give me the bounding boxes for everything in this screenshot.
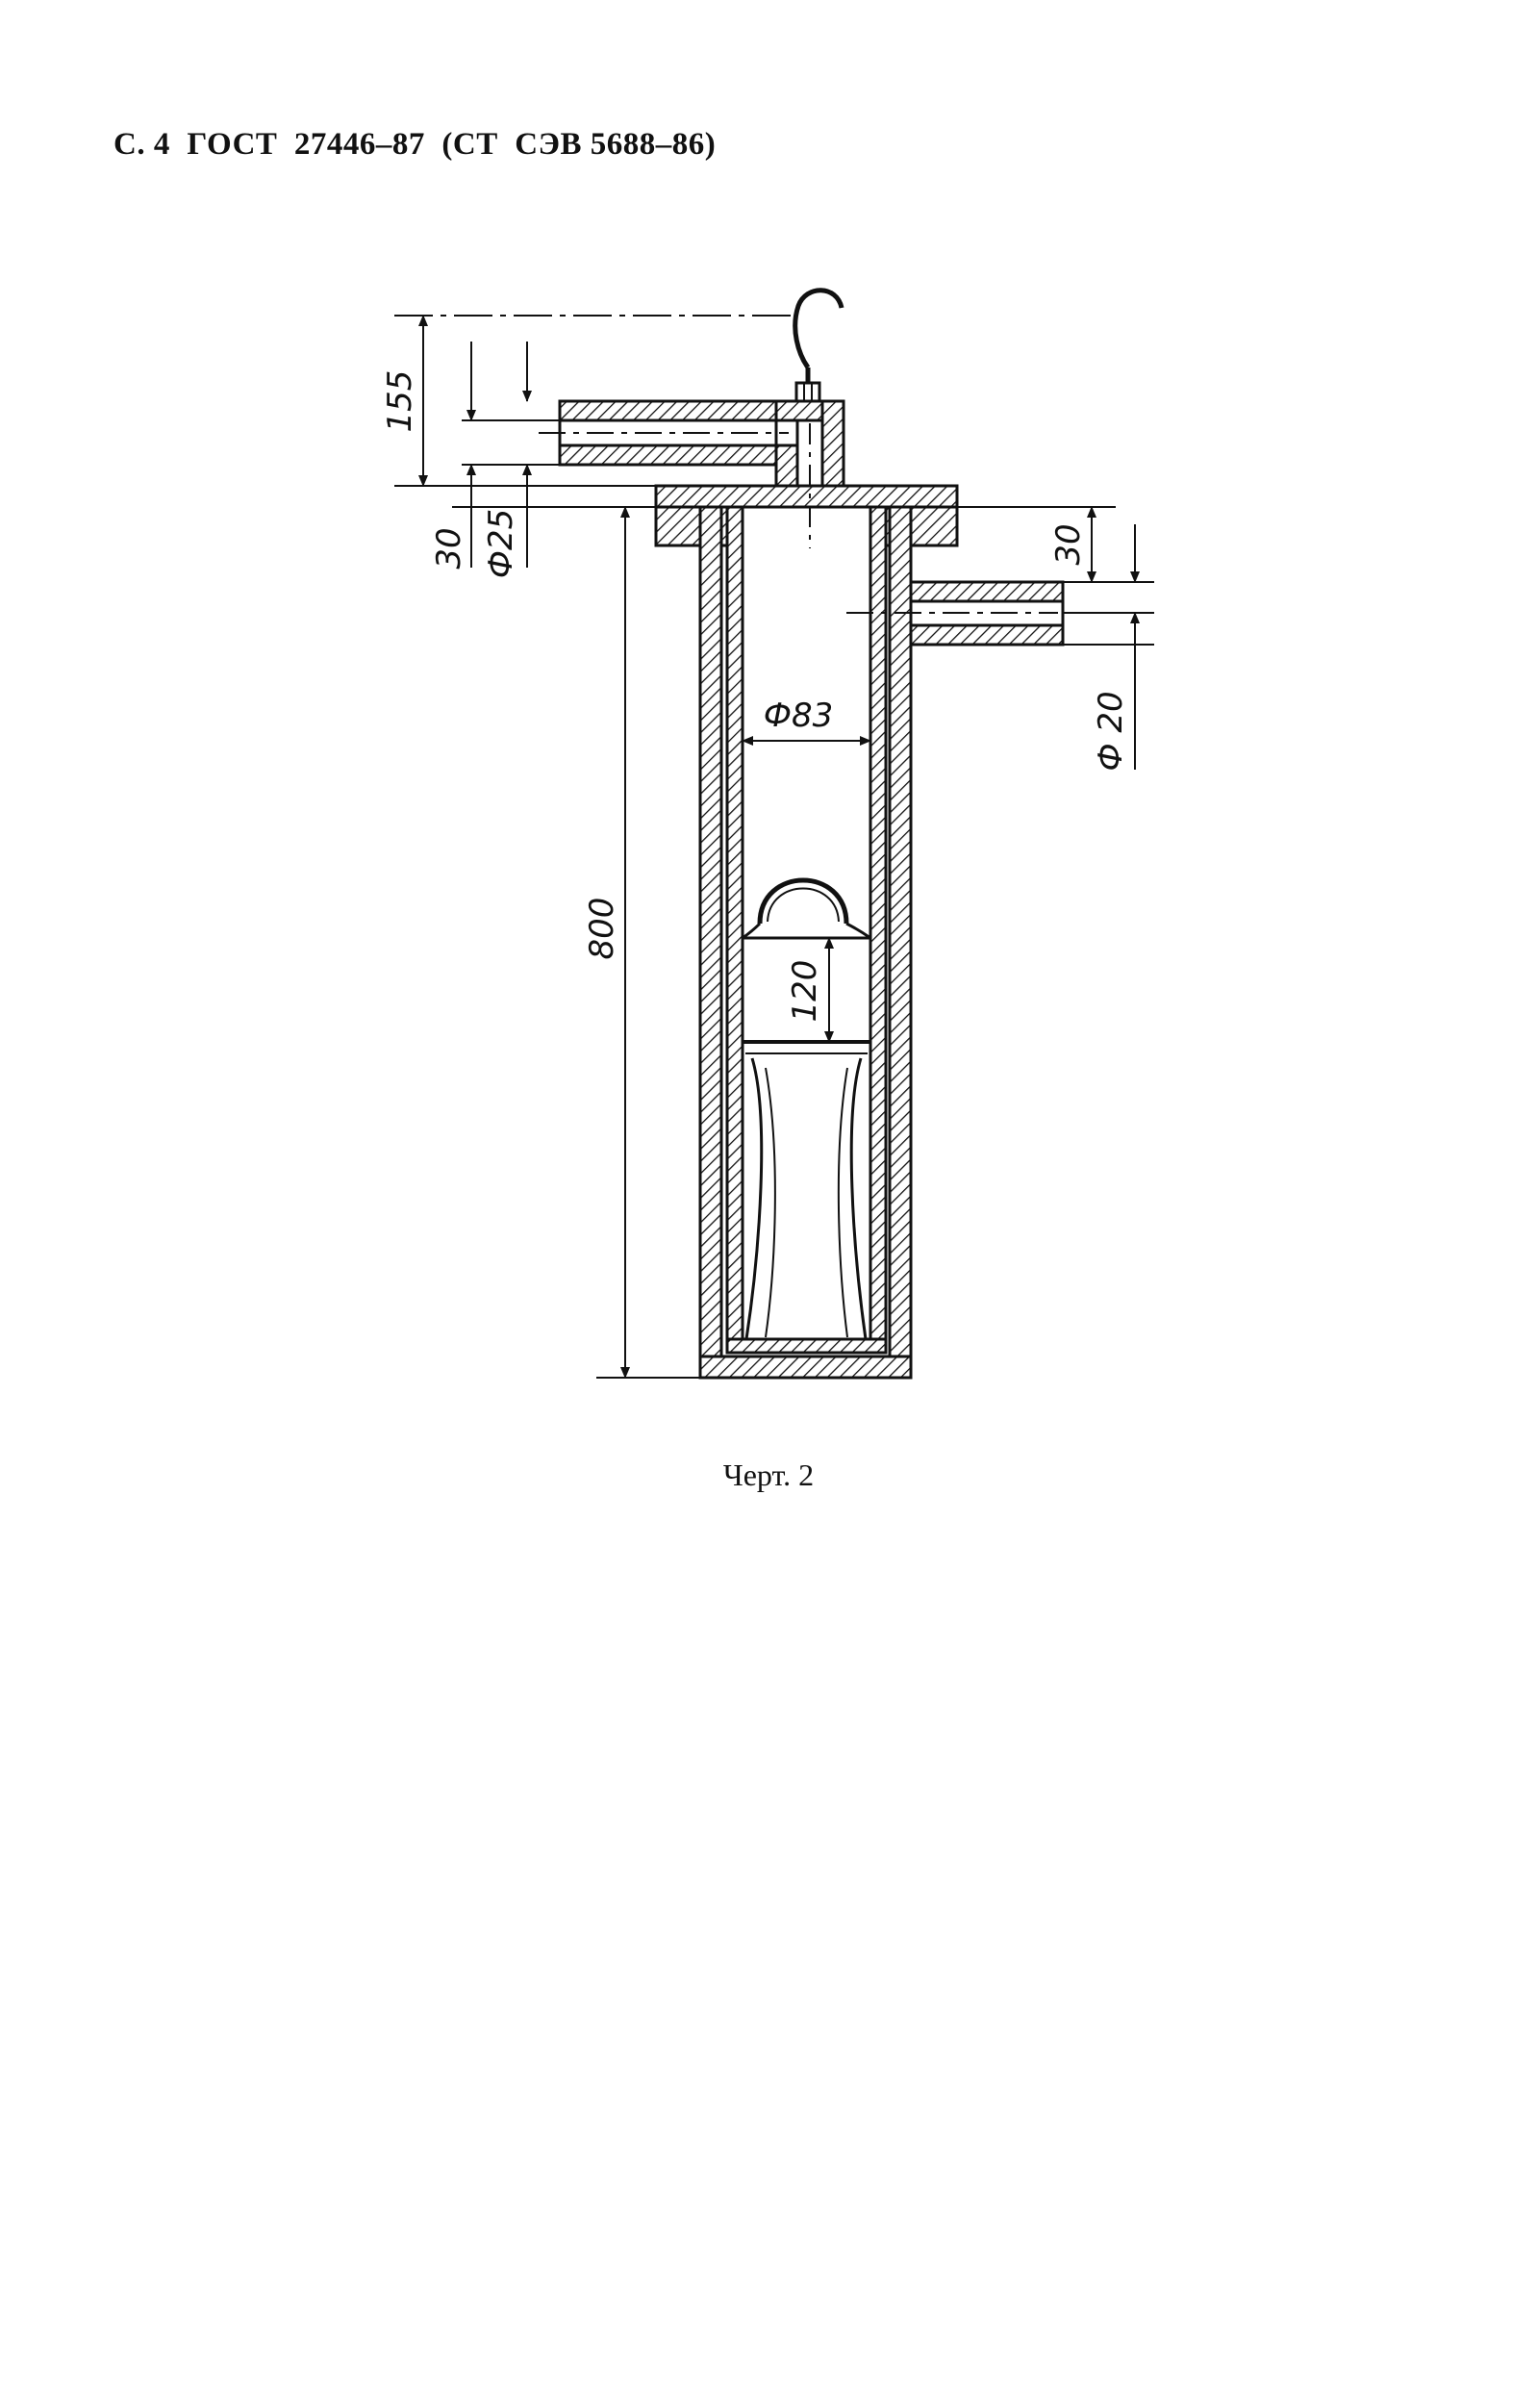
lid-plate xyxy=(654,484,959,509)
dim-d83: Ф83 xyxy=(764,697,834,735)
dimension-lines xyxy=(394,315,1154,1379)
dim-155: 155 xyxy=(381,370,419,433)
cup-stand xyxy=(744,1057,868,1340)
inner-cup xyxy=(742,877,871,1054)
dim-30-right: 30 xyxy=(1049,523,1088,565)
figure-caption: Черт. 2 xyxy=(722,1457,815,1492)
technical-drawing: 155 30 Ф25 800 Ф83 120 30 Ф 20 xyxy=(381,288,1154,1380)
page-header: С. 4 ГОСТ 27446–87 (СТ СЭВ 5688–86) xyxy=(113,127,717,162)
dim-d20: Ф 20 xyxy=(1092,691,1130,771)
hook xyxy=(793,288,844,403)
outer-wall-right xyxy=(888,505,913,1380)
vessel-body xyxy=(654,484,959,1380)
outer-wall-bottom xyxy=(698,1355,913,1380)
inner-wall-bottom xyxy=(725,1337,888,1355)
dim-120: 120 xyxy=(786,960,824,1023)
dim-800: 800 xyxy=(583,898,621,960)
inner-wall-left xyxy=(725,505,744,1341)
dim-d25: Ф25 xyxy=(482,509,520,579)
top-inlet-pipe xyxy=(539,399,845,548)
dim-30-top: 30 xyxy=(430,527,468,569)
outer-wall-left xyxy=(698,505,723,1380)
inner-wall-right xyxy=(869,505,888,1341)
